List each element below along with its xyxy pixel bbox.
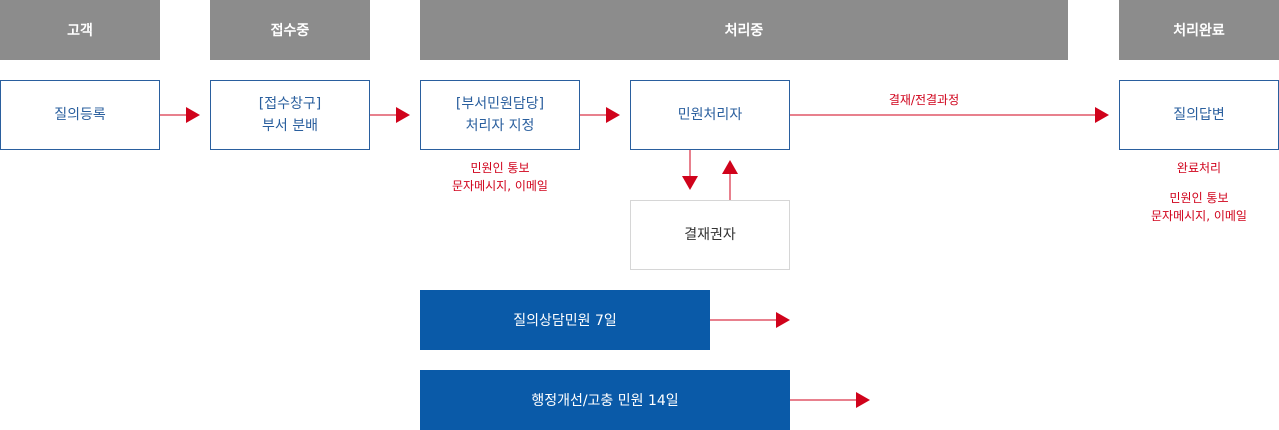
bar-admin-14days: 행정개선/고충 민원 14일 <box>420 370 790 430</box>
note-done-notify-line2: 문자메시지, 이메일 <box>1151 209 1247 223</box>
bar-consult-7days: 질의상담민원 7일 <box>420 290 710 350</box>
note-dept-notify-line1: 민원인 통보 <box>470 161 530 175</box>
stage-header-processing: 처리중 <box>420 0 1068 60</box>
arrow-handler-to-answer-head <box>1095 107 1109 123</box>
box-reception-line1: [접수창구] <box>258 96 322 112</box>
stage-header-completed: 처리완료 <box>1119 0 1279 60</box>
arrow-admin-bar-head <box>856 392 870 408</box>
stage-header-customer: 고객 <box>0 0 160 60</box>
stage-header-received: 접수중 <box>210 0 370 60</box>
box-reception: [접수창구] 부서 분배 <box>210 80 370 150</box>
note-done: 완료처리 <box>1119 159 1279 177</box>
approval-path-label: 결재/전결과정 <box>888 93 960 107</box>
box-approver-label: 결재권자 <box>684 227 736 243</box>
arrow-dept-to-handler-head <box>606 107 620 123</box>
note-done-notify-line1: 민원인 통보 <box>1169 191 1229 205</box>
arrow-consult-bar-head <box>776 312 790 328</box>
arrow-register-to-reception-head <box>186 107 200 123</box>
box-reception-line2: 부서 분배 <box>262 118 318 134</box>
box-answer-label: 질의답변 <box>1173 107 1225 123</box>
note-dept-notify: 민원인 통보 문자메시지, 이메일 <box>420 159 580 195</box>
box-register-label: 질의등록 <box>54 107 106 123</box>
note-dept-notify-line2: 문자메시지, 이메일 <box>452 179 548 193</box>
box-approver: 결재권자 <box>630 200 790 270</box>
arrow-reception-to-dept-head <box>396 107 410 123</box>
arrow-approver-to-handler-head <box>722 160 738 174</box>
arrow-handler-to-approver-head <box>682 176 698 190</box>
box-handler-label: 민원처리자 <box>677 107 743 123</box>
note-done-label: 완료처리 <box>1176 161 1222 175</box>
box-answer: 질의답변 <box>1119 80 1279 150</box>
box-dept-line2: 처리자 지정 <box>465 118 535 134</box>
box-register: 질의등록 <box>0 80 160 150</box>
note-done-notify: 민원인 통보 문자메시지, 이메일 <box>1119 189 1279 225</box>
box-dept-line1: [부서민원담당] <box>455 96 545 112</box>
box-dept: [부서민원담당] 처리자 지정 <box>420 80 580 150</box>
box-handler: 민원처리자 <box>630 80 790 150</box>
